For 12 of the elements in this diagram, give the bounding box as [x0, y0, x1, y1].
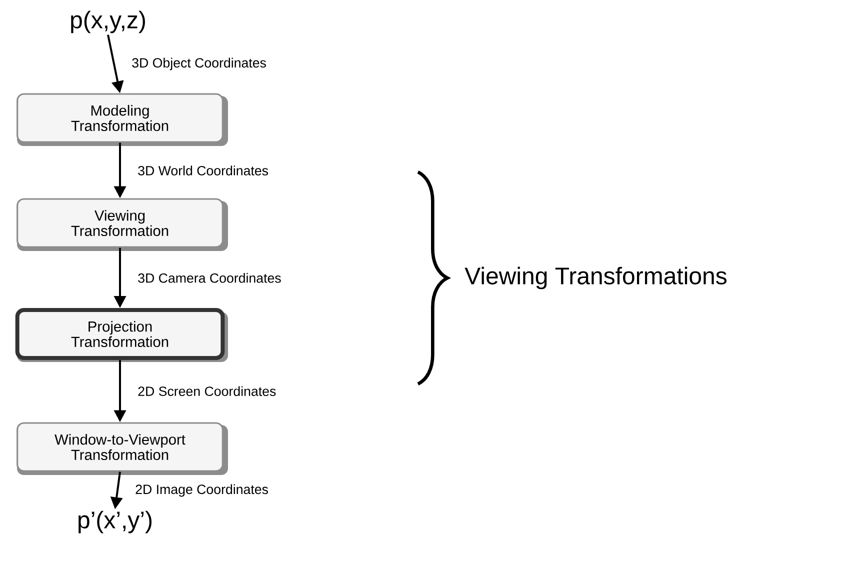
process-box: Viewing Transformation	[16, 198, 228, 251]
edge-label: 3D Object Coordinates	[132, 58, 266, 70]
process-box: Modeling Transformation	[16, 93, 228, 146]
process-box: Window-to-Viewport Transformation	[16, 422, 228, 475]
edge-label: 3D World Coordinates	[138, 166, 268, 176]
point-label: p’(x’,y’)	[78, 510, 152, 534]
group-label: Viewing Transformations	[464, 266, 726, 290]
edge-label: 2D Screen Coordinates	[138, 386, 276, 396]
edge-label: 3D Camera Coordinates	[138, 273, 281, 283]
process-box: Projection Transformation	[15, 308, 228, 362]
edge-label: 2D Image Coordinates	[136, 484, 268, 497]
point-label: p(x,y,z)	[71, 10, 145, 34]
